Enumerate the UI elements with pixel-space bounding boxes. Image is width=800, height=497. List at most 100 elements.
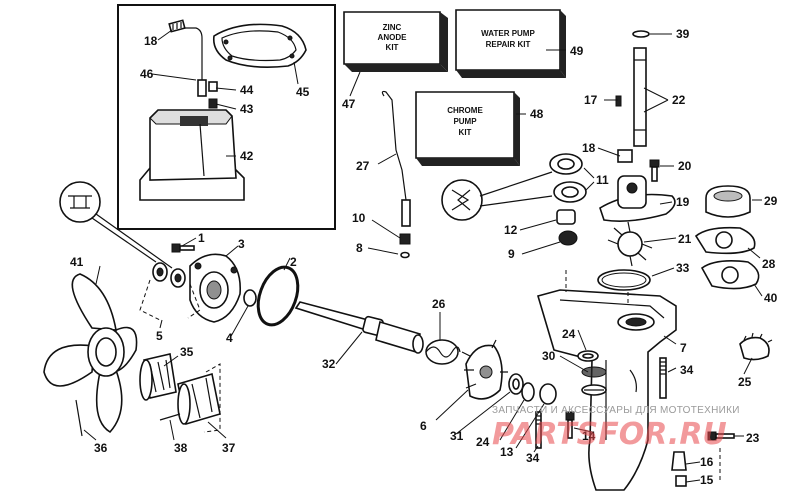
callout-34a: 34 — [680, 363, 694, 377]
screw-20 — [649, 159, 660, 182]
callout-46: 46 — [140, 67, 154, 81]
callout-4: 4 — [226, 331, 233, 345]
screw-14 — [565, 411, 575, 439]
gasket-45 — [212, 23, 307, 68]
washer-24b — [521, 382, 535, 402]
watermark: ЗАПЧАСТИ И АКСЕССУАРЫ ДЛЯ МОТОТЕХНИКИ PA… — [492, 405, 739, 452]
spacer-37 — [177, 372, 221, 426]
callout-38: 38 — [174, 441, 188, 455]
watermark-logo-text: PARTSFOR.RU — [492, 417, 727, 452]
seals-11 — [549, 153, 587, 203]
seal-4 — [243, 289, 257, 307]
callout-8: 8 — [356, 241, 363, 255]
screw-1 — [171, 243, 195, 253]
callout-21: 21 — [678, 232, 692, 246]
bushing-12 — [556, 209, 576, 225]
callout-14: 14 — [582, 429, 596, 443]
callout-18a: 18 — [144, 34, 158, 48]
seals-5 — [152, 262, 186, 288]
callout-41: 41 — [70, 255, 84, 269]
drive-shaft-22 — [615, 30, 650, 147]
callout-27: 27 — [356, 159, 370, 173]
callout-28: 28 — [762, 257, 776, 271]
callout-37: 37 — [222, 441, 236, 455]
zinc-kit-line-3: KIT — [386, 43, 399, 52]
inset-box — [117, 4, 336, 230]
zinc-kit-line-1: ZINC — [383, 23, 402, 32]
callout-23: 23 — [746, 431, 760, 445]
callout-48: 48 — [530, 107, 544, 121]
callout-39: 39 — [676, 27, 690, 41]
water-kit-line-2: REPAIR KIT — [486, 40, 531, 49]
plate-28 — [694, 226, 756, 255]
chrome-kit-line-3: KIT — [459, 128, 472, 137]
callout-24a: 24 — [562, 327, 576, 341]
housing-42 — [139, 109, 245, 201]
callout-12: 12 — [504, 223, 518, 237]
impeller-21 — [607, 221, 653, 267]
washer-31 — [508, 373, 524, 395]
leader-lines — [83, 29, 763, 483]
callout-19: 19 — [676, 195, 690, 209]
callout-24b: 24 — [476, 435, 490, 449]
callout-18b: 18 — [582, 141, 596, 155]
callout-40: 40 — [764, 291, 778, 305]
seal-detail-callout — [441, 171, 553, 221]
callout-31: 31 — [450, 429, 464, 443]
tube-46 — [184, 27, 203, 96]
bearing-housing-3 — [189, 253, 242, 323]
gasket-40 — [700, 260, 760, 290]
clip-8 — [400, 251, 410, 259]
sleeve-18b — [617, 149, 633, 163]
plug-44 — [208, 81, 218, 92]
callout-20: 20 — [678, 159, 692, 173]
callout-36: 36 — [94, 441, 108, 455]
spring-26 — [425, 339, 461, 365]
callout-6: 6 — [420, 419, 427, 433]
water-kit-line-1: WATER PUMP — [481, 29, 535, 38]
chrome-kit-line-2: PUMP — [453, 117, 477, 126]
bearing-9 — [558, 230, 578, 246]
ring-39 — [632, 30, 650, 38]
nut-15 — [675, 475, 687, 487]
callout-16: 16 — [700, 455, 714, 469]
drive-hub-35 — [139, 353, 177, 401]
callout-43: 43 — [240, 102, 254, 116]
pin-36 — [75, 399, 83, 437]
callout-25: 25 — [738, 375, 752, 389]
callout-15: 15 — [700, 473, 714, 487]
callout-13: 13 — [500, 445, 514, 459]
callout-5: 5 — [156, 329, 163, 343]
callout-labels: 18 46 44 43 42 45 47 49 48 27 10 8 39 22… — [70, 27, 778, 487]
gear-25 — [739, 332, 773, 361]
callout-42: 42 — [240, 149, 254, 163]
callout-9: 9 — [508, 247, 515, 261]
callout-17: 17 — [584, 93, 598, 107]
zinc-anode-kit-box: ZINC ANODE KIT — [343, 11, 448, 72]
o-ring-2 — [256, 265, 300, 327]
callout-35: 35 — [180, 345, 194, 359]
callout-11: 11 — [596, 173, 609, 187]
pin-38 — [159, 413, 181, 421]
callout-33: 33 — [676, 261, 690, 275]
seal-detail-callout-left — [59, 181, 173, 269]
gear-case-7 — [537, 270, 677, 491]
callout-29: 29 — [764, 194, 778, 208]
rod-connector-10 — [399, 233, 411, 245]
thrust-bearing-30 — [581, 366, 607, 396]
zinc-kit-line-2: ANODE — [378, 33, 408, 42]
callout-34b: 34 — [526, 451, 540, 465]
callout-1: 1 — [198, 231, 205, 245]
callout-10: 10 — [352, 211, 366, 225]
callout-26: 26 — [432, 297, 446, 311]
water-pump-repair-kit-box: WATER PUMP REPAIR KIT — [455, 9, 566, 78]
chrome-pump-kit-box: CHROME PUMP KIT — [415, 91, 520, 166]
callout-22: 22 — [672, 93, 686, 107]
propeller-shaft-32 — [294, 301, 424, 354]
callout-3: 3 — [238, 237, 245, 251]
callout-49: 49 — [570, 44, 584, 58]
shift-rod-27 — [381, 90, 411, 259]
o-ring-33 — [597, 269, 651, 291]
gear-26-drive — [461, 339, 508, 400]
callout-47: 47 — [342, 97, 356, 111]
